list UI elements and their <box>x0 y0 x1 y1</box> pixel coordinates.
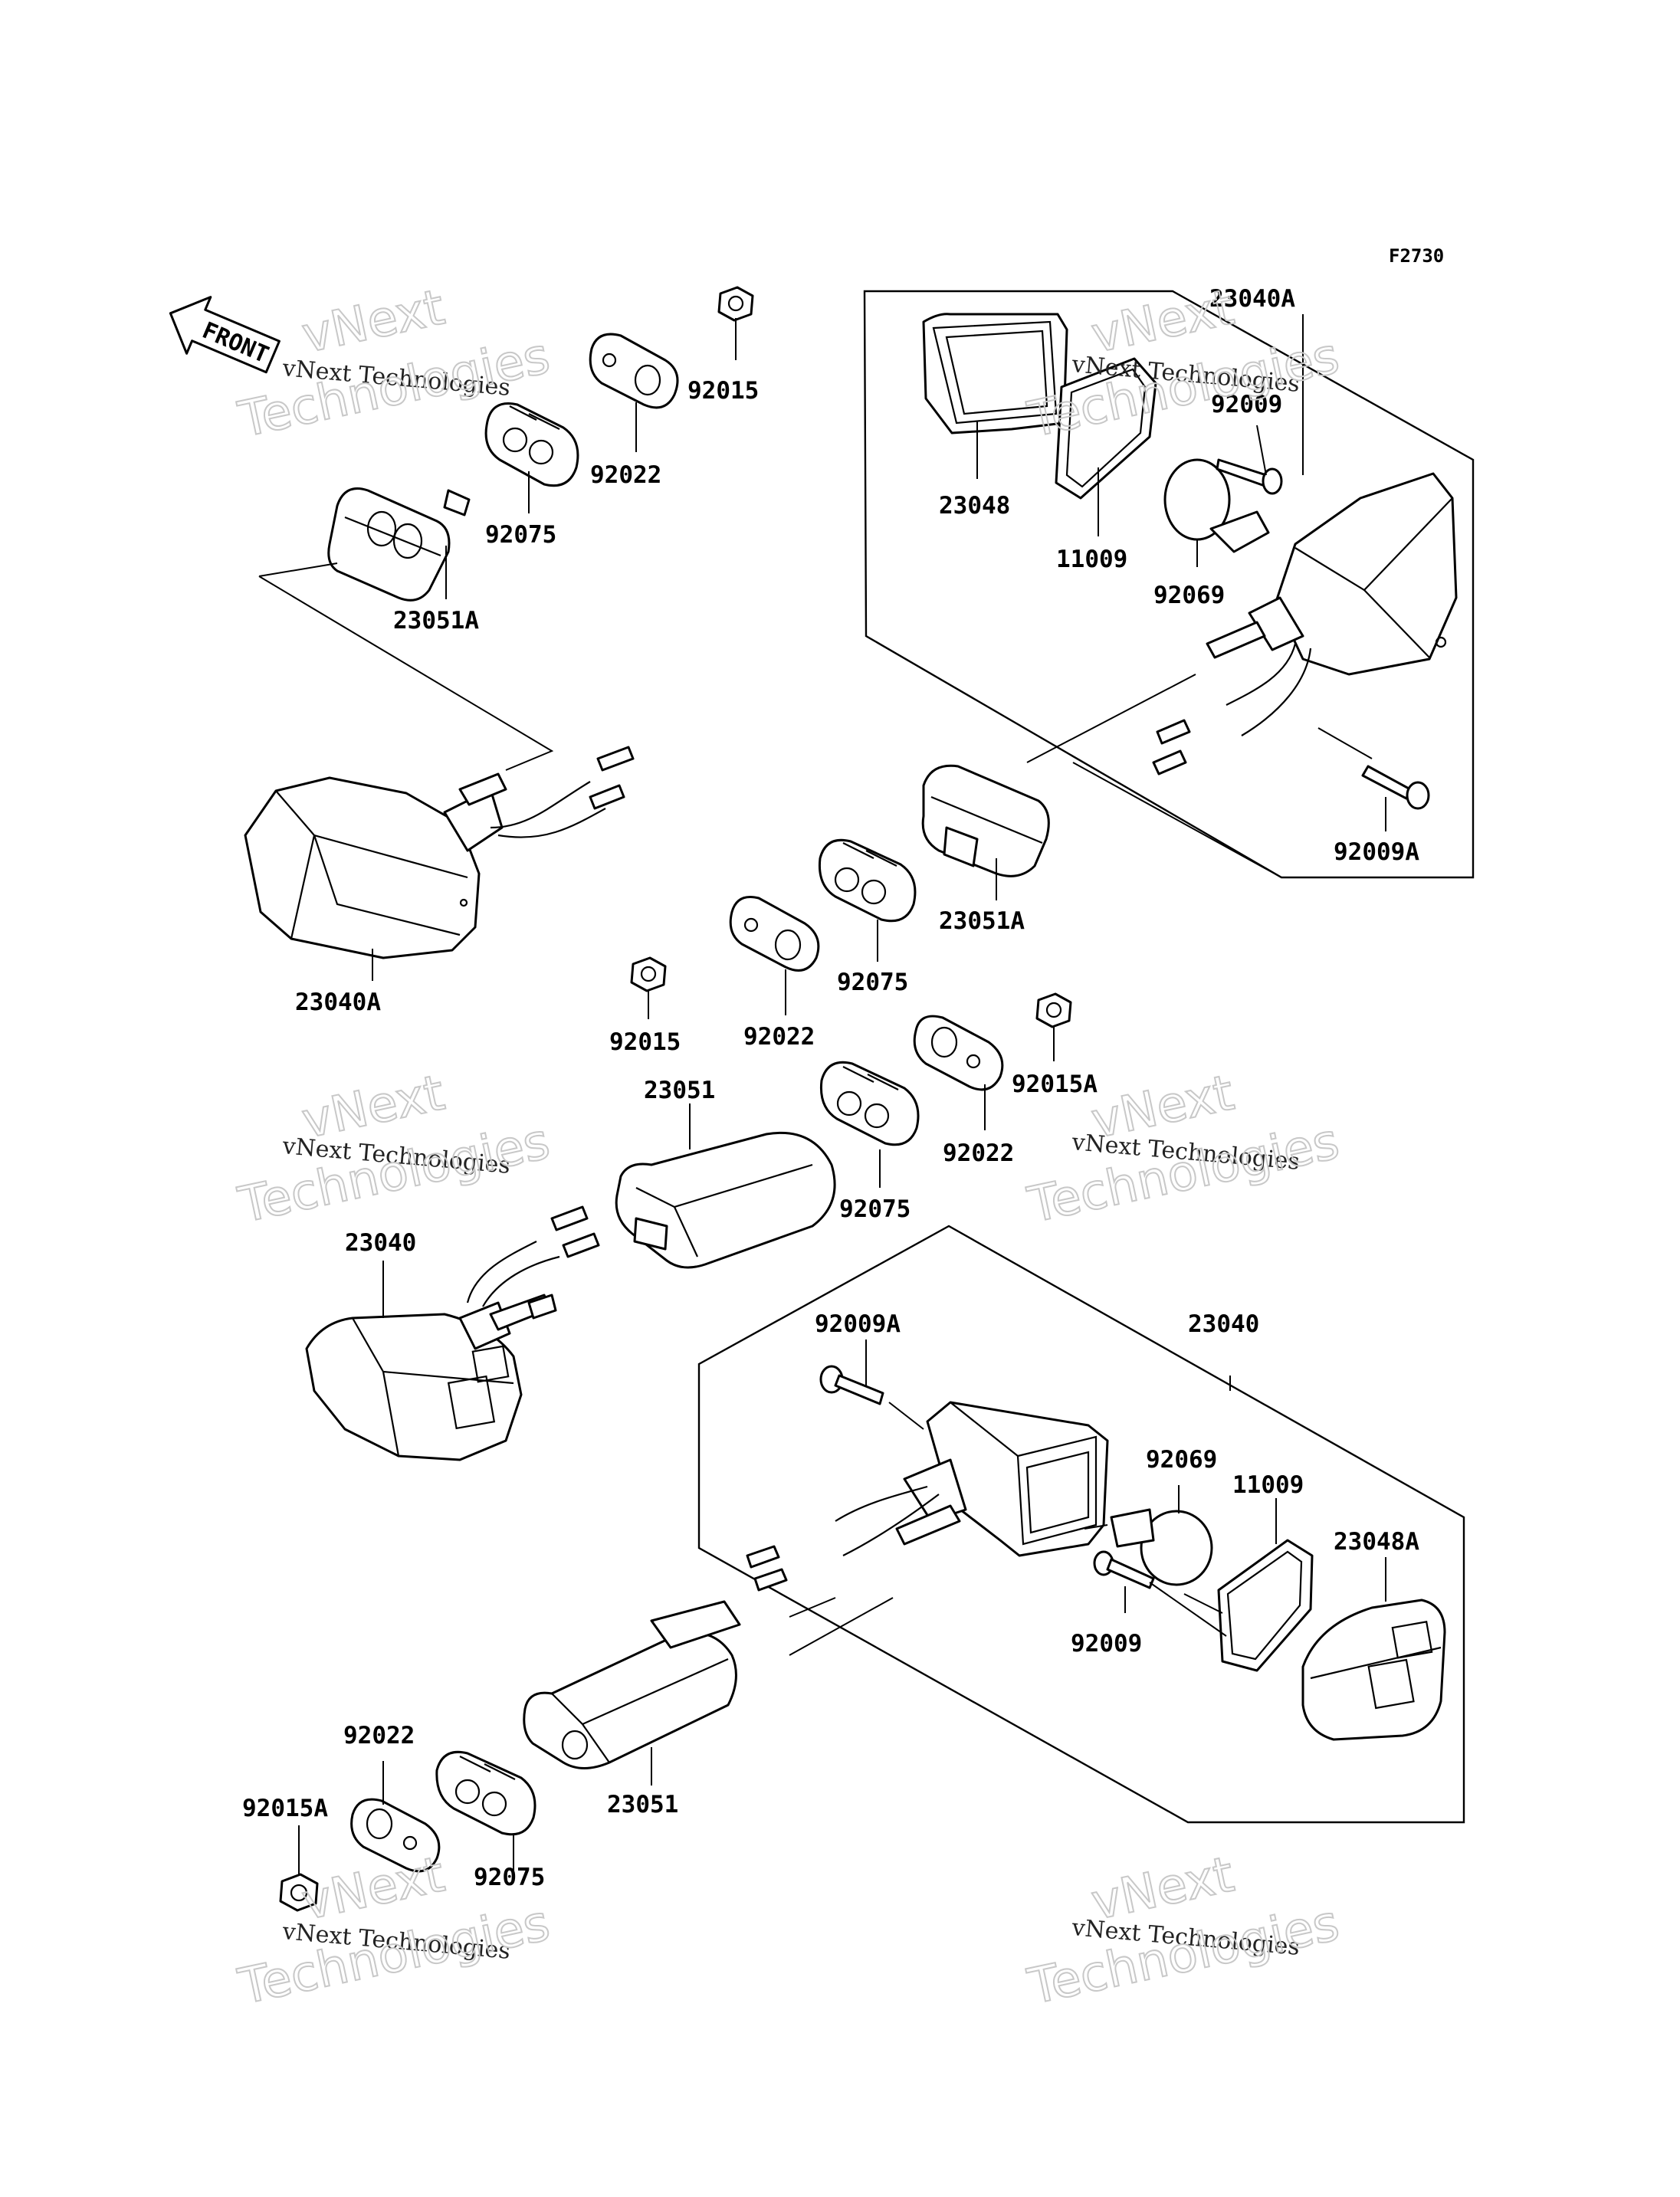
label-92009A-right: 92009A <box>1334 838 1419 866</box>
grommet-92075-mid <box>818 838 917 923</box>
label-92009-top: 92009 <box>1211 391 1282 418</box>
bulb-92069-low <box>1110 1508 1213 1586</box>
label-23040-left: 23040 <box>345 1229 416 1257</box>
label-92009-low: 92009 <box>1071 1630 1142 1658</box>
bulb-92069 <box>1163 458 1270 553</box>
screw-92009-top <box>1216 458 1283 495</box>
watermark-top-right: vNext vNext Technologies Technologies <box>1022 278 1345 449</box>
housing-23040-left <box>305 1205 600 1461</box>
label-23040A-top: 23040A <box>1209 285 1295 313</box>
label-92022-top: 92022 <box>590 461 661 489</box>
assembly-frame-23040A <box>863 290 1475 879</box>
label-23040A-left: 23040A <box>295 989 381 1016</box>
label-92069-low: 92069 <box>1146 1446 1217 1474</box>
housing-23040A-right <box>1152 472 1458 776</box>
label-92022-mid: 92022 <box>743 1023 815 1051</box>
label-92022-low: 92022 <box>943 1139 1014 1167</box>
label-23051-low: 23051 <box>607 1791 678 1818</box>
gasket-11009-low <box>1217 1539 1314 1672</box>
assembly-frame-23040 <box>697 1225 1465 1824</box>
guide-lines <box>258 562 1373 1656</box>
label-23040-right: 23040 <box>1188 1310 1259 1338</box>
watermark-bottom-right: vNext vNext Technologies Technologies <box>1022 1845 1345 2016</box>
svg-text:vNext: vNext <box>297 1846 449 1931</box>
label-23048: 23048 <box>939 492 1010 520</box>
nut-92015A-bot <box>279 1873 319 1912</box>
housing-23040A-left <box>244 746 635 959</box>
lens-23048 <box>922 313 1068 434</box>
label-11009-top: 11009 <box>1056 546 1127 573</box>
label-92069-top: 92069 <box>1153 582 1225 609</box>
nut-92015-mid <box>630 956 667 992</box>
part-labels: 23040A 92009 23048 11009 92069 92009A 92… <box>242 285 1419 1891</box>
label-92015A-mid: 92015A <box>1012 1071 1098 1098</box>
label-23051A-mid: 23051A <box>939 907 1025 935</box>
stay-23051-mid <box>615 1131 836 1269</box>
leader-lines <box>298 314 1386 1874</box>
lens-23048A <box>1301 1599 1446 1741</box>
label-92015A-bot: 92015A <box>242 1795 328 1822</box>
washer-92022-mid <box>729 896 820 972</box>
screw-92009A-right <box>1361 765 1430 810</box>
washer-92022-low <box>913 1015 1004 1091</box>
label-92075-bot: 92075 <box>474 1864 545 1891</box>
gasket-11009 <box>1055 357 1157 500</box>
label-92015-top: 92015 <box>687 377 759 405</box>
svg-text:vNext: vNext <box>297 279 449 364</box>
nut-92015-top <box>717 286 754 322</box>
label-92075-low: 92075 <box>839 1195 911 1223</box>
label-92075-mid: 92075 <box>837 969 908 996</box>
watermark-mid-left: vNext vNext Technologies Technologies <box>233 1064 556 1235</box>
front-arrow-icon: FRONT <box>169 296 281 374</box>
stay-23051-low <box>523 1600 741 1769</box>
washer-92022-top <box>589 333 679 409</box>
label-23051-mid: 23051 <box>644 1077 715 1104</box>
figure-id: F2730 <box>1389 245 1444 267</box>
label-92009A-low: 92009A <box>815 1310 901 1338</box>
label-92022-bot: 92022 <box>343 1722 415 1749</box>
screw-92009-low <box>1093 1550 1155 1589</box>
housing-23040-right <box>746 1401 1109 1592</box>
screw-92009A-low <box>819 1365 884 1405</box>
label-92015-mid: 92015 <box>609 1028 681 1056</box>
label-92075-top: 92075 <box>485 521 556 549</box>
grommet-92075-low <box>819 1061 920 1146</box>
grommet-92075-bot <box>435 1750 536 1836</box>
label-11009-low: 11009 <box>1232 1471 1304 1499</box>
grommet-92075-top <box>484 402 579 487</box>
label-23051A-top: 23051A <box>393 607 479 635</box>
stay-23051A-top <box>327 487 471 602</box>
label-23048A: 23048A <box>1334 1528 1419 1556</box>
nut-92015A-mid <box>1035 992 1072 1028</box>
stay-23051A-mid <box>921 764 1050 877</box>
washer-92022-bot <box>350 1798 441 1873</box>
